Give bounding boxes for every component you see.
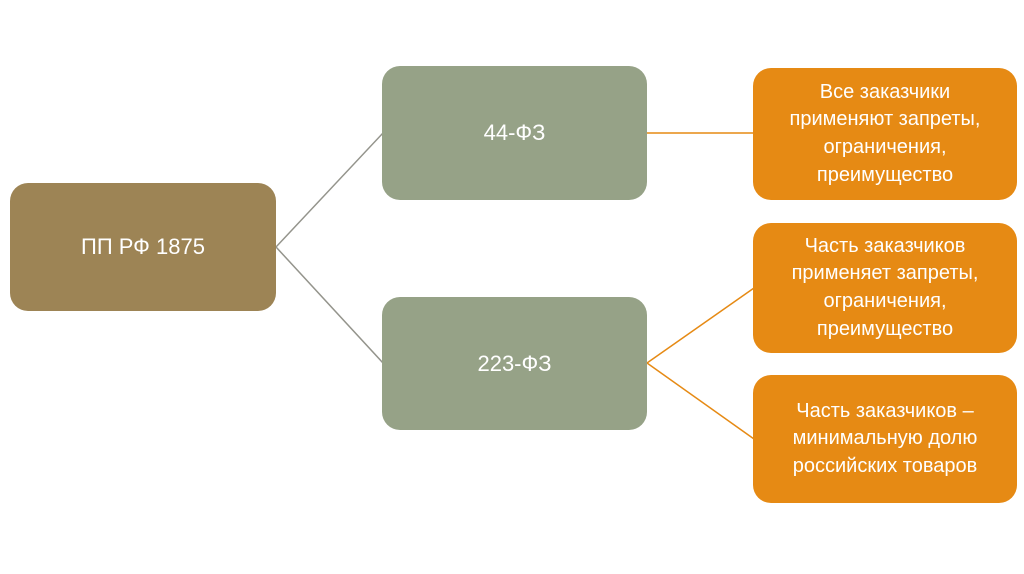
branch-node-label: 223-ФЗ <box>477 350 552 376</box>
leaf-node-part-customers-min-share: Часть заказчиков – минимальную долю росс… <box>753 375 1017 503</box>
branch-node-223-fz: 223-ФЗ <box>382 297 647 430</box>
leaf-node-label: Часть заказчиков применяет запреты, огра… <box>791 234 979 340</box>
root-node-pp-rf-1875: ПП РФ 1875 <box>10 183 276 311</box>
connector-223fz-to-leaf3 <box>646 362 755 440</box>
leaf-node-part-customers-apply: Часть заказчиков применяет запреты, огра… <box>753 223 1017 353</box>
connector-root-to-223fz <box>275 246 384 364</box>
connector-root-to-44fz <box>275 132 384 248</box>
branch-node-44-fz: 44-ФЗ <box>382 66 647 200</box>
leaf-node-label: Часть заказчиков – минимальную долю росс… <box>792 399 978 477</box>
branch-node-label: 44-ФЗ <box>483 120 546 145</box>
connector-223fz-to-leaf2 <box>646 287 755 364</box>
leaf-node-all-customers-apply: Все заказчики применяют запреты, огранич… <box>753 68 1017 200</box>
leaf-node-label: Все заказчики применяют запреты, огранич… <box>789 80 981 186</box>
root-node-label: ПП РФ 1875 <box>81 234 205 259</box>
